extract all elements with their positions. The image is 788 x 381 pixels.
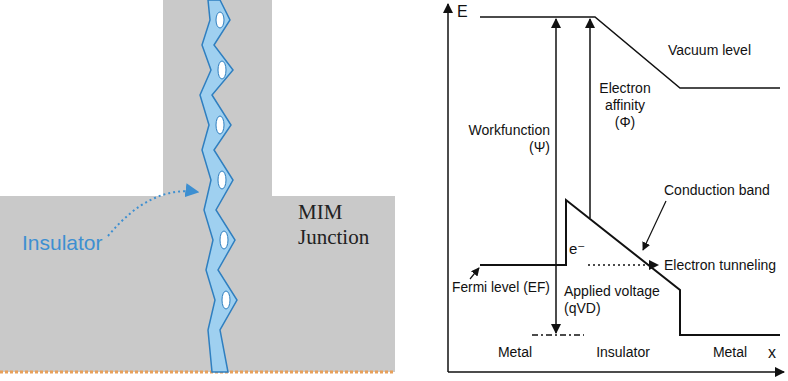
region-label: Metal	[705, 344, 755, 361]
level-label: Fermi level (EF)	[452, 280, 550, 297]
energy-label: Electron affinity (Φ)	[596, 80, 654, 130]
conduction-pointer	[643, 201, 666, 250]
insulator-pointer	[108, 191, 198, 236]
substrate-line	[0, 371, 395, 374]
workfunction-arrow	[555, 19, 557, 264]
fermi-pointer	[470, 268, 479, 279]
voltage-arrow	[555, 266, 557, 333]
region-label: Metal	[490, 344, 540, 361]
insulator-crack	[200, 0, 237, 372]
affinity-arrow	[589, 19, 591, 218]
metal-body	[0, 0, 395, 372]
vacuum-level-line	[480, 17, 780, 88]
energy-label: Workfunction (Ψ)	[452, 122, 550, 156]
position-axis	[448, 371, 784, 373]
part-label: Insulator	[22, 230, 103, 255]
level-label: Vacuum level	[668, 42, 751, 59]
tunneling-arrow	[588, 264, 658, 266]
region-label: Insulator	[588, 344, 658, 361]
fermi-reference-line	[532, 334, 584, 336]
part-label: MIM Junction	[298, 200, 398, 250]
crack-voids	[216, 12, 230, 309]
axis-label: E	[457, 2, 468, 21]
band-edge-line	[480, 200, 780, 335]
axis-label: x	[768, 343, 776, 362]
energy-axis	[447, 4, 449, 372]
process-label: Electron tunneling	[664, 257, 776, 274]
band-label: Conduction band	[664, 182, 770, 199]
electron-symbol: e⁻	[569, 240, 585, 258]
voltage-label: Applied voltage (qVD)	[564, 283, 668, 317]
